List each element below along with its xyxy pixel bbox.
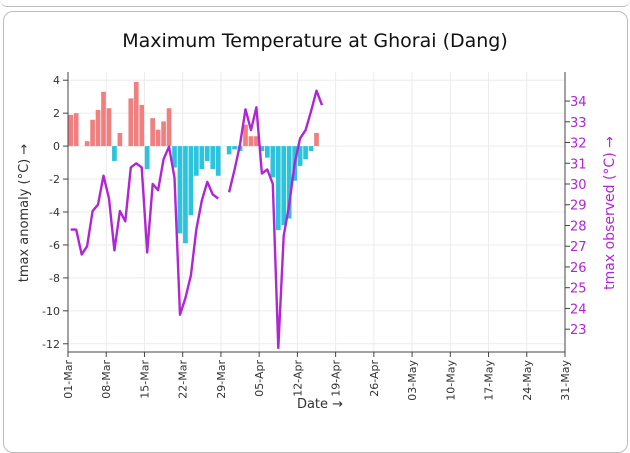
y-right-tick-label: 27 [570, 240, 587, 255]
y-right-tick-label: 25 [570, 282, 587, 297]
x-tick-label: 29-Mar [215, 360, 228, 399]
x-tick-label: 31-May [559, 360, 572, 401]
x-tick-label: 26-Apr [368, 360, 381, 397]
anomaly-bar [166, 108, 172, 147]
x-tick-label: 24-May [521, 360, 534, 401]
anomaly-bar [183, 146, 188, 244]
x-tick-label: 03-May [406, 360, 419, 401]
anomaly-bar [314, 132, 319, 147]
anomaly-bar [204, 146, 210, 161]
y-right-tick-label: 26 [570, 261, 587, 276]
anomaly-bar [215, 146, 221, 176]
anomaly-bar [161, 121, 166, 147]
anomaly-bar [308, 146, 314, 152]
y-right-tick-label: 24 [570, 302, 587, 317]
anomaly-bar [106, 108, 112, 147]
anomaly-bar [101, 91, 106, 147]
anomaly-bar [226, 146, 232, 155]
anomaly-bar [286, 146, 292, 219]
anomaly-bar [172, 146, 177, 168]
observed-line [70, 89, 324, 350]
anomaly-bar [150, 118, 156, 147]
anomaly-bar [297, 146, 303, 166]
anomaly-bar [177, 146, 183, 234]
y-left-tick-label: -8 [49, 272, 60, 285]
anomaly-bar [90, 119, 95, 147]
top-divider [0, 0, 630, 7]
x-tick-label: 08-Mar [100, 360, 113, 399]
y-left-tick-label: 4 [53, 74, 60, 87]
x-tick-label: 01-Mar [62, 360, 75, 399]
anomaly-bar [73, 113, 79, 147]
y-right-tick-label: 23 [570, 323, 587, 338]
anomaly-bar [259, 146, 265, 152]
anomaly-bar [112, 146, 117, 161]
anomaly-bar [95, 109, 101, 147]
y-left-tick-label: -6 [49, 239, 60, 252]
anomaly-bar [144, 146, 150, 170]
anomaly-bar [281, 146, 287, 226]
x-tick-label: 22-Mar [177, 360, 190, 399]
anomaly-bar [199, 146, 205, 170]
anomaly-bar [155, 129, 161, 147]
axes: 4 2 0 -2 -4 -6 -8 -10 -12 34 33 32 31 30 29 28 27 26 25 24 2… [42, 72, 587, 401]
anomaly-bar [84, 141, 90, 147]
chart-canvas: 4 2 0 -2 -4 -6 -8 -10 -12 34 33 32 31 30 29 28 27 26 25 24 2… [17, 72, 618, 412]
anomaly-bar [275, 146, 281, 231]
x-tick-label: 17-May [483, 360, 496, 401]
anomaly-bar [264, 146, 270, 158]
y-axis-left-label: tmax anomaly (°C) → [17, 144, 32, 283]
y-right-tick-label: 30 [570, 178, 587, 193]
anomaly-bar [210, 146, 216, 170]
anomaly-bar [232, 146, 237, 150]
anomaly-bar [243, 124, 248, 147]
x-tick-label: 15-Mar [138, 360, 151, 399]
y-right-tick-label: 29 [570, 199, 587, 214]
anomaly-bar [254, 136, 259, 147]
y-axis-right-label: tmax observed (°C) → [602, 136, 618, 290]
chart-title: Maximum Temperature at Ghorai (Dang) [122, 30, 508, 52]
x-tick-label: 10-May [444, 360, 457, 401]
y-left-tick-label: 2 [53, 107, 60, 120]
y-left-tick-label: -4 [49, 206, 60, 219]
y-right-tick-label: 28 [570, 219, 587, 234]
y-right-tick-label: 34 [570, 95, 587, 110]
y-right-tick-label: 33 [570, 116, 587, 131]
y-left-tick-label: -2 [49, 173, 60, 186]
anomaly-bar [303, 146, 308, 160]
anomaly-bar [193, 146, 199, 176]
y-left-tick-label: 0 [53, 140, 60, 153]
x-tick-label: 19-Apr [330, 360, 343, 397]
observed-line-segment [227, 89, 324, 350]
anomaly-bar [117, 132, 123, 147]
anomaly-bar [188, 146, 194, 216]
y-right-tick-label: 31 [570, 157, 587, 172]
anomaly-bar [133, 81, 139, 147]
x-tick-label: 05-Apr [253, 360, 266, 397]
anomaly-bar [270, 146, 276, 178]
x-tick-label: 12-Apr [291, 360, 304, 397]
anomaly-bar [68, 114, 74, 147]
anomaly-bar [128, 98, 134, 147]
anomaly-bar [248, 136, 254, 147]
y-left-tick-label: -12 [42, 338, 60, 351]
chart-card [3, 11, 628, 453]
y-right-tick-label: 32 [570, 137, 587, 152]
x-axis-label: Date → [297, 397, 343, 412]
y-left-tick-label: -10 [42, 305, 60, 318]
observed-line-segment [70, 145, 219, 316]
anomaly-bar [139, 104, 145, 147]
